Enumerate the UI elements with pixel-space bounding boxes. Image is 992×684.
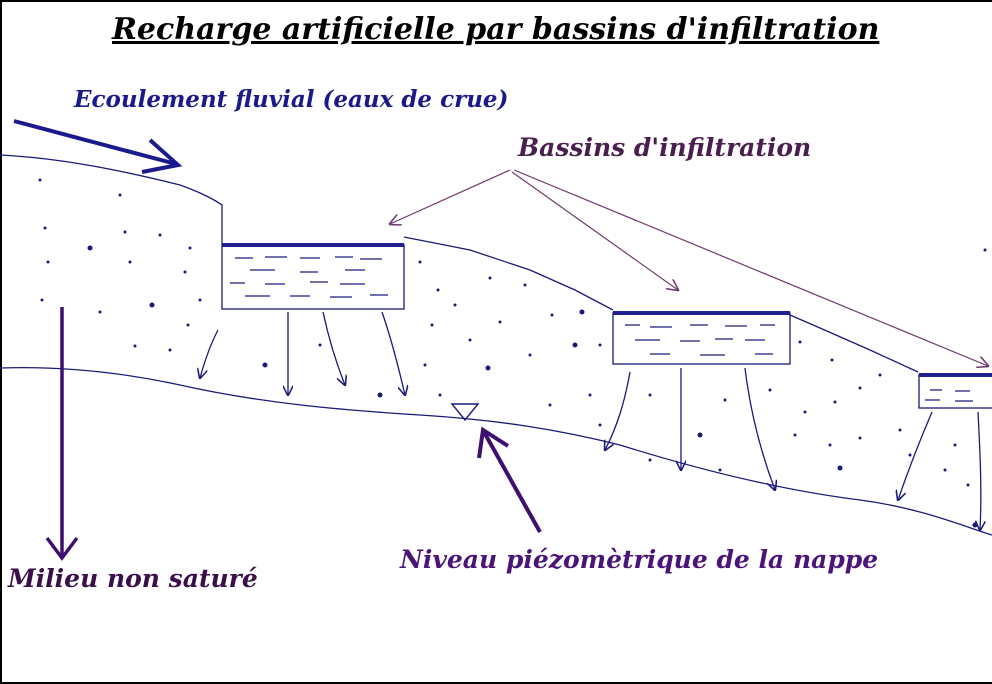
sediment-dots — [38, 178, 987, 528]
water-table-line — [0, 366, 992, 536]
diagram-title: Recharge artificielle par bassins d'infi… — [112, 12, 880, 47]
basin-1 — [221, 243, 405, 310]
infiltration-arrow-icon — [744, 367, 775, 490]
infiltration-arrow-icon — [978, 411, 981, 530]
river-flow-label: Ecoulement fluvial (eaux de crue) — [74, 86, 509, 113]
basins-label: Bassins d'infiltration — [518, 133, 812, 162]
infiltration-arrow-icon — [200, 329, 219, 378]
water-table-triangle-icon — [450, 403, 480, 422]
infiltration-arrow-icon — [381, 311, 405, 395]
infiltration-arrow-icon — [605, 371, 631, 450]
water-table-arrow — [477, 426, 542, 533]
river-flow-arrow — [13, 119, 183, 174]
infiltration-arrow-icon — [322, 311, 345, 385]
infiltration-arrows — [200, 311, 981, 530]
ground-surface-line — [0, 154, 919, 373]
water-table-label: Niveau piézomètrique de la nappe — [400, 545, 879, 574]
basin-2 — [612, 311, 791, 365]
infiltration-arrow-icon — [898, 411, 933, 500]
unsaturated-zone-arrow — [45, 307, 79, 561]
basin-pointer-arrows — [390, 169, 988, 366]
basin-3 — [918, 373, 992, 409]
unsaturated-zone-label: Milieu non saturé — [8, 564, 258, 593]
